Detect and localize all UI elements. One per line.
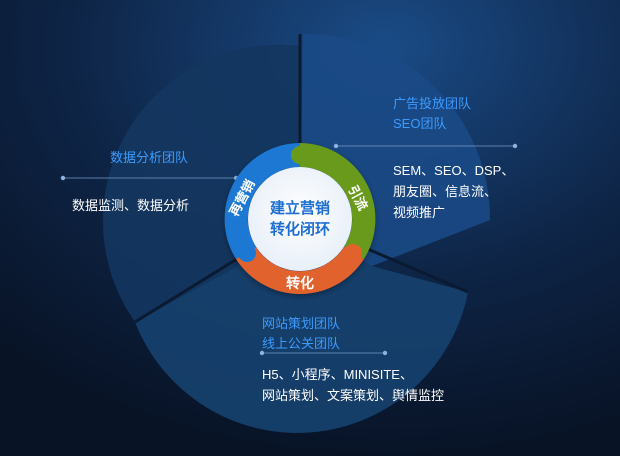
leader-lines — [63, 145, 515, 354]
leader-dot — [512, 143, 518, 149]
ring-segment-right — [300, 143, 376, 259]
top-right-description: SEM、SEO、DSP、 朋友圈、信息流、 视频推广 — [393, 160, 514, 223]
leader-dot — [333, 143, 339, 149]
ring-joint — [238, 244, 256, 262]
left-team-label: 数据分析团队 — [110, 148, 188, 168]
left-description: 数据监测、数据分析 — [72, 195, 189, 216]
desc-line: 朋友圈、信息流、 — [393, 184, 498, 199]
center-title-line2: 转化闭环 — [270, 220, 330, 238]
team-line: SEO团队 — [393, 116, 447, 131]
loop-ring — [224, 143, 376, 295]
top-right-team-label: 广告投放团队 SEO团队 — [393, 94, 471, 134]
desc-line: SEM、SEO、DSP、 — [393, 163, 515, 178]
desc-line: 视频推广 — [393, 205, 446, 220]
ring-segment-left — [224, 143, 300, 259]
leader-dot — [259, 350, 265, 356]
center-title-line1: 建立营销 — [270, 199, 330, 217]
desc-line: 数据监测、数据分析 — [72, 198, 190, 213]
desc-line: 网站策划、文案策划、舆情监控 — [262, 388, 445, 403]
leader-dots — [60, 143, 518, 356]
bottom-team-label: 网站策划团队 线上公关团队 — [262, 314, 340, 354]
team-line: 广告投放团队 — [393, 96, 472, 111]
team-line: 网站策划团队 — [262, 316, 341, 331]
team-line: 数据分析团队 — [110, 150, 189, 165]
ring-joint — [291, 146, 309, 164]
ring-joint — [344, 244, 362, 262]
desc-line: H5、小程序、MINISITE、 — [262, 367, 413, 382]
leader-dot — [382, 350, 388, 356]
bottom-description: H5、小程序、MINISITE、 网站策划、文案策划、舆情监控 — [262, 364, 444, 406]
sector-bottom — [135, 220, 468, 433]
team-line: 线上公关团队 — [262, 336, 341, 351]
leader-dot — [60, 175, 66, 181]
ring-label-bottom: 转化 — [286, 275, 314, 291]
ring-segment-bottom — [236, 247, 364, 295]
center-disc — [248, 167, 352, 271]
